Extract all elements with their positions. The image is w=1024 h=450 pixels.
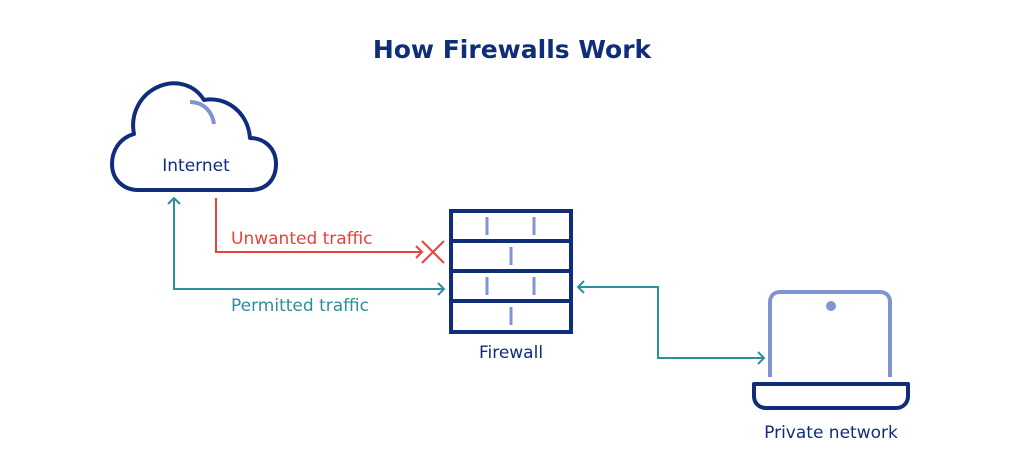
permitted-arrowhead-right <box>437 282 446 296</box>
private-network-label: Private network <box>764 423 898 443</box>
private-link-arrowhead-left <box>576 280 585 294</box>
x-block-icon <box>421 240 445 264</box>
private-link-arrowhead-right <box>757 351 766 365</box>
internet-label: Internet <box>162 156 230 176</box>
permitted-arrowhead-up <box>167 196 181 205</box>
firewall-label: Firewall <box>479 343 543 363</box>
private-link-flow <box>576 280 766 365</box>
cloud-icon <box>110 81 278 192</box>
laptop-icon <box>752 290 910 410</box>
diagram-title: How Firewalls Work <box>373 35 653 64</box>
laptop-screen <box>768 290 892 377</box>
permitted-traffic-label: Permitted traffic <box>231 296 369 316</box>
brick-wall-icon <box>449 209 573 334</box>
internet-node: Internet <box>110 81 278 192</box>
private-link-line <box>578 286 764 359</box>
laptop-base <box>752 382 910 410</box>
unwanted-arrowhead <box>415 245 424 259</box>
unwanted-traffic-label: Unwanted traffic <box>231 229 373 249</box>
firewall-node: Firewall <box>449 209 573 363</box>
permitted-traffic-flow: Permitted traffic <box>167 196 446 316</box>
permitted-traffic-line <box>173 198 444 290</box>
private-network-node: Private network <box>752 290 910 443</box>
laptop-camera <box>826 301 836 311</box>
unwanted-traffic-line <box>215 198 422 253</box>
cloud-highlight-arc <box>189 100 216 125</box>
unwanted-traffic-flow: Unwanted traffic <box>215 198 445 264</box>
